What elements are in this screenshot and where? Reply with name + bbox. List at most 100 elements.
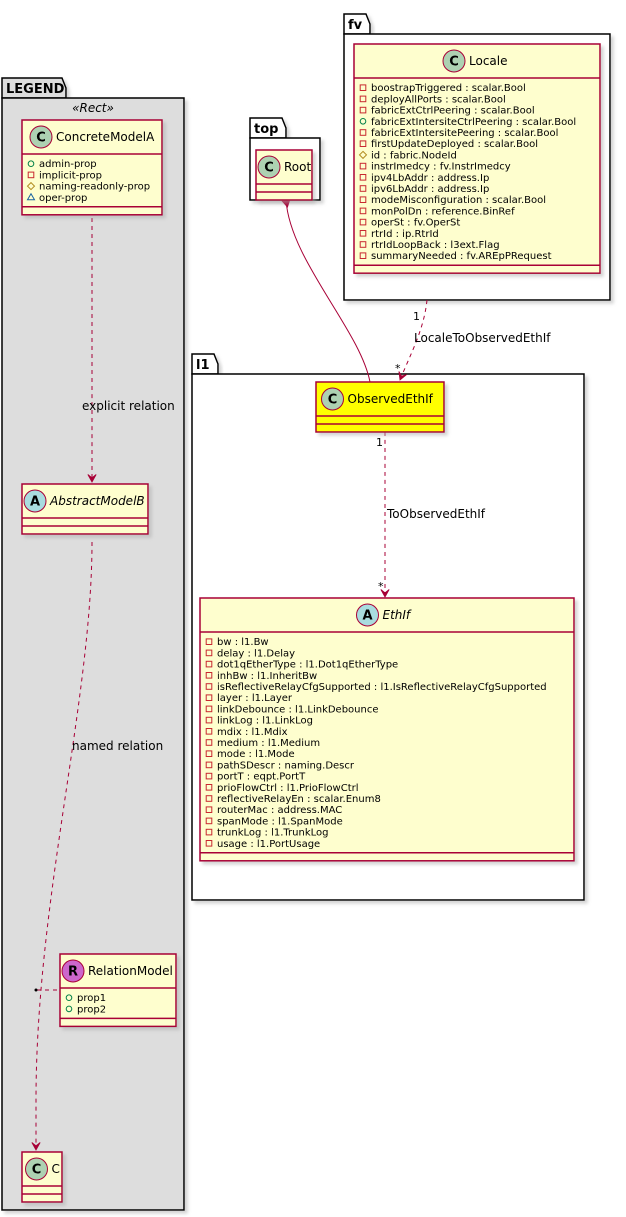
class-root[interactable]: C Root — [255, 149, 313, 201]
attribute-row: firstUpdateDeployed : scalar.Bool — [359, 139, 538, 150]
attribute-text: portT : eqpt.PortT — [217, 772, 306, 783]
private-visibility-icon — [205, 739, 213, 746]
private-visibility-icon — [359, 84, 367, 92]
attribute-text: linkDebounce : l1.LinkDebounce — [217, 704, 379, 715]
public-visibility-icon — [65, 994, 73, 1002]
edge-label: named relation — [72, 739, 163, 753]
private-visibility-icon — [205, 806, 213, 814]
attribute-row: reflectiveRelayEn : scalar.Enum8 — [205, 794, 381, 805]
attribute-text: dot1qEtherType : l1.Dot1qEtherType — [217, 660, 398, 671]
private-visibility-icon — [205, 772, 213, 780]
package-label: top — [254, 122, 278, 137]
edge-label: LocaleToObservedEthIf — [414, 331, 551, 345]
attribute-row: modeMisconfiguration : scalar.Bool — [359, 195, 546, 206]
attribute-text: fabricExtIntersiteCtrlPeering : scalar.B… — [371, 117, 576, 128]
attribute-row: rtrIdLoopBack : l3ext.Flag — [359, 240, 500, 251]
private-visibility-icon — [359, 196, 367, 203]
attribute-row: summaryNeeded : fv.AREpPRequest — [359, 251, 552, 262]
attribute-row: mode : l1.Mode — [205, 749, 295, 760]
attribute-text: rtrIdLoopBack : l3ext.Flag — [371, 240, 500, 251]
private-visibility-icon — [359, 230, 367, 237]
badge-letter: A — [362, 609, 372, 624]
private-visibility-icon — [205, 750, 213, 758]
package-label: LEGEND — [6, 82, 65, 97]
class-name: C — [52, 1162, 60, 1176]
attribute-row: deployAllPorts : scalar.Bool — [359, 94, 506, 105]
attribute-text: pathSDescr : naming.Descr — [217, 760, 355, 771]
badge-letter: R — [68, 965, 78, 980]
attribute-row: rtrId : ip.RtrId — [359, 229, 439, 240]
source-multiplicity: 1 — [413, 310, 420, 323]
abstract-class-badge-icon — [23, 489, 47, 513]
attribute-row: fabricExtIntersiteCtrlPeering : scalar.B… — [359, 117, 576, 128]
class-name: Root — [284, 160, 311, 174]
attribute-text: layer : l1.Layer — [217, 693, 293, 704]
private-visibility-icon — [359, 252, 367, 259]
private-visibility-icon — [359, 241, 367, 248]
attribute-text: firstUpdateDeployed : scalar.Bool — [371, 139, 538, 150]
badge-letter: C — [264, 161, 274, 176]
attribute-row: isReflectiveRelayCfgSupported : l1.IsRef… — [205, 682, 547, 693]
attribute-text: prioFlowCtrl : l1.PrioFlowCtrl — [217, 783, 359, 794]
private-visibility-icon — [205, 638, 213, 646]
private-visibility-icon — [359, 218, 367, 226]
private-visibility-icon — [359, 174, 367, 181]
class-box — [199, 597, 575, 862]
abstract-class-badge-icon — [356, 603, 379, 627]
attribute-text: routerMac : address.MAC — [217, 805, 342, 816]
attribute-text: mode : l1.Mode — [217, 749, 295, 760]
attribute-row: operSt : fv.OperSt — [359, 218, 460, 229]
association-point — [34, 988, 38, 992]
attribute-row: pathSDescr : naming.Descr — [205, 760, 355, 771]
package-stereotype: «Rect» — [72, 101, 114, 115]
attribute-row: portT : eqpt.PortT — [205, 772, 306, 783]
attribute-text: deployAllPorts : scalar.Bool — [371, 94, 506, 105]
public-visibility-icon — [359, 118, 367, 125]
private-visibility-icon — [205, 828, 213, 836]
attribute-row: fabricExtIntersitePeering : scalar.Bool — [359, 128, 558, 139]
attribute-row: fabricExtCtrlPeering : scalar.Bool — [359, 106, 535, 117]
class-name: ObservedEthIf — [348, 392, 434, 406]
attribute-text: rtrId : ip.RtrId — [371, 229, 439, 240]
class-name: RelationModel — [88, 964, 173, 978]
edge-locale-to-observed: 1 * LocaleToObservedEthIf — [395, 299, 551, 381]
attribute-text: oper-prop — [39, 193, 87, 204]
package-label: l1 — [196, 358, 210, 373]
attribute-text: linkLog : l1.LinkLog — [217, 716, 313, 727]
attribute-row: linkLog : l1.LinkLog — [205, 716, 313, 727]
attribute-text: prop1 — [77, 993, 106, 1004]
private-visibility-icon — [205, 817, 213, 825]
attribute-row: bw : l1.Bw — [205, 637, 269, 648]
target-multiplicity: * — [395, 362, 401, 375]
attribute-row: inhBw : l1.InheritBw — [205, 671, 317, 682]
attribute-text: fabricExtCtrlPeering : scalar.Bool — [371, 106, 535, 117]
attribute-text: delay : l1.Delay — [217, 648, 295, 659]
class-name: EthIf — [383, 608, 412, 622]
private-visibility-icon — [27, 171, 35, 179]
private-visibility-icon — [205, 672, 213, 679]
attribute-row: instrImedcy : fv.InstrImedcy — [359, 162, 511, 173]
edge-explicit-relation: explicit relation — [82, 218, 175, 483]
public-visibility-icon — [65, 1005, 73, 1013]
private-visibility-icon — [359, 129, 367, 136]
attribute-row: delay : l1.Delay — [205, 648, 295, 659]
class-badge-icon — [25, 1157, 48, 1181]
class-name: ConcreteModelA — [56, 130, 155, 144]
attribute-row: dot1qEtherType : l1.Dot1qEtherType — [205, 660, 398, 671]
attribute-row: spanMode : l1.SpanMode — [205, 816, 343, 827]
badge-letter: C — [36, 131, 46, 146]
private-visibility-icon — [205, 728, 213, 735]
attribute-text: trunkLog : l1.TrunkLog — [217, 828, 328, 839]
attribute-row: implicit-prop — [27, 170, 102, 181]
protected-visibility-icon — [26, 181, 36, 191]
attribute-text: implicit-prop — [39, 170, 102, 181]
private-visibility-icon — [205, 716, 213, 724]
